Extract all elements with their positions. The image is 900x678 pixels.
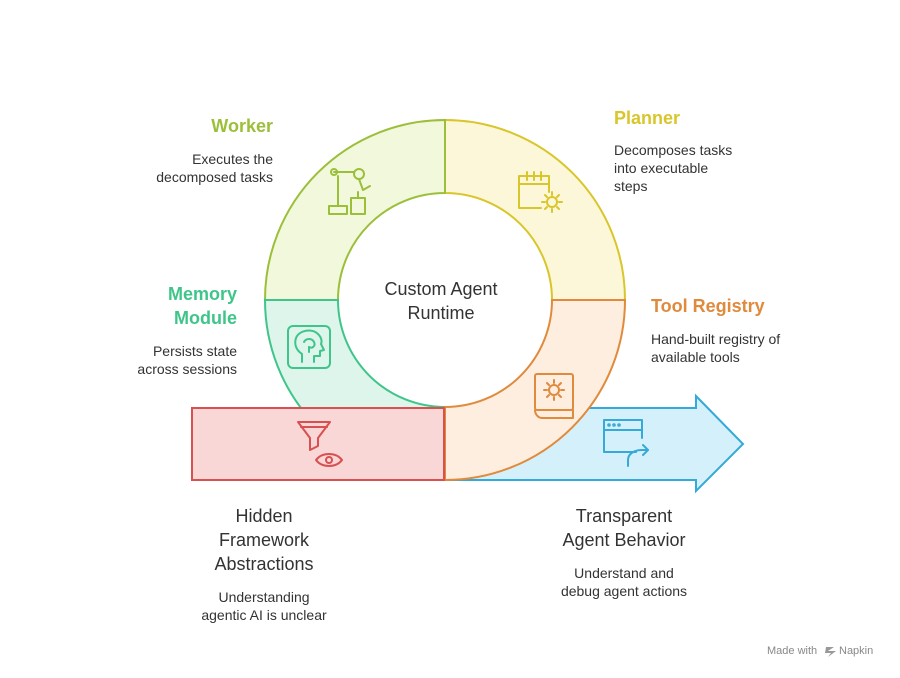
head-brain-icon bbox=[287, 325, 331, 369]
hidden-title-line1: Hidden bbox=[235, 506, 292, 526]
transparent-title-line1: Transparent bbox=[576, 506, 672, 526]
made-with-label: Made with bbox=[767, 645, 817, 657]
memory-desc-line2: across sessions bbox=[137, 361, 237, 377]
planner-title: Planner bbox=[614, 108, 680, 128]
made-with-napkin-badge[interactable]: Made with Napkin bbox=[767, 645, 873, 657]
browser-window-arrow-icon bbox=[603, 419, 649, 467]
memory-title-line2: Module bbox=[174, 308, 237, 328]
calendar-gear-icon bbox=[518, 171, 563, 213]
hidden-title-line3: Abstractions bbox=[214, 554, 313, 574]
transparent-desc-line2: debug agent actions bbox=[561, 583, 687, 599]
napkin-logo-icon bbox=[825, 647, 836, 657]
hidden-desc-line2: agentic AI is unclear bbox=[201, 607, 327, 623]
worker-desc-line1: Executes the bbox=[192, 151, 273, 167]
memory-desc-line1: Persists state bbox=[153, 343, 237, 359]
hidden-title-line2: Framework bbox=[219, 530, 310, 550]
tool-registry-title: Tool Registry bbox=[651, 296, 765, 316]
tool-registry-desc-line2: available tools bbox=[651, 349, 740, 365]
planner-desc-line3: steps bbox=[614, 178, 647, 194]
memory-title-line1: Memory bbox=[168, 284, 237, 304]
robot-arm-icon bbox=[328, 168, 371, 215]
napkin-brand-label: Napkin bbox=[839, 645, 873, 657]
transparent-title-line2: Agent Behavior bbox=[562, 530, 685, 550]
worker-desc-line2: decomposed tasks bbox=[156, 169, 273, 185]
segment-worker bbox=[263, 118, 446, 301]
worker-title: Worker bbox=[211, 116, 273, 136]
tool-registry-desc-line1: Hand-built registry of bbox=[651, 331, 780, 347]
book-gear-icon bbox=[534, 373, 574, 419]
funnel-eye-icon bbox=[297, 421, 343, 467]
center-title-line2: Runtime bbox=[407, 303, 474, 323]
planner-desc-line1: Decomposes tasks bbox=[614, 142, 732, 158]
hidden-desc-line1: Understanding bbox=[218, 589, 309, 605]
planner-desc-line2: into executable bbox=[614, 160, 708, 176]
segment-planner bbox=[444, 118, 627, 301]
center-title-line1: Custom Agent bbox=[384, 279, 497, 299]
transparent-desc-line1: Understand and bbox=[574, 565, 674, 581]
